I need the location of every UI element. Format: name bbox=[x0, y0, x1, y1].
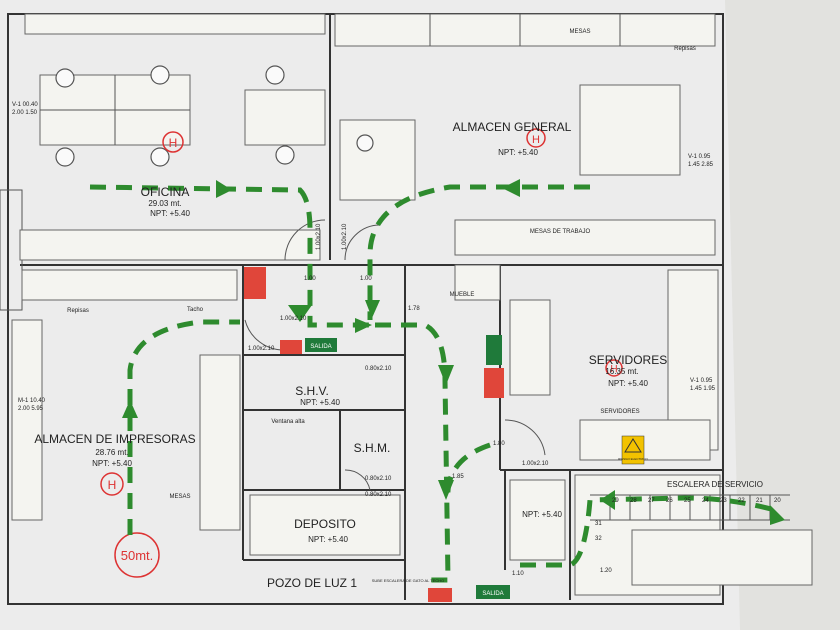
dim-110: 1.10 bbox=[512, 571, 524, 577]
dim-door-c: 0.80x2.10 bbox=[365, 476, 392, 482]
paper-edge-right bbox=[725, 0, 840, 630]
dim-100b: 1.00 bbox=[360, 276, 372, 282]
room-name-pozo-luz: POZO DE LUZ 1 bbox=[267, 576, 357, 590]
route-arrows bbox=[122, 179, 785, 525]
salida-label: SALIDA bbox=[482, 591, 503, 597]
stair-step: 25 bbox=[684, 498, 691, 504]
dim-door-h: 1.00x2.10 bbox=[280, 316, 307, 322]
label-repisas-right: Repisas bbox=[674, 46, 696, 52]
dim-door-f: 1.00x2.10 bbox=[316, 223, 322, 250]
room-name-servidores: SERVIDORES bbox=[589, 353, 667, 367]
stair-step: 28 bbox=[630, 498, 637, 504]
room-name-shv: S.H.V. bbox=[295, 384, 329, 398]
dim-door-e: 1.00x2.10 bbox=[522, 461, 549, 467]
label-mesas-left: MESAS bbox=[169, 494, 190, 500]
stair-step: 29 bbox=[612, 498, 619, 504]
dim-door-b: 0.80x2.10 bbox=[365, 366, 392, 372]
dim-v4b: 2.00 5.95 bbox=[18, 406, 44, 412]
room-npt-shv: NPT: +5.40 bbox=[300, 398, 340, 407]
h-symbol: H bbox=[532, 134, 540, 146]
room-npt-hall: NPT: +5.40 bbox=[522, 510, 562, 519]
dim-178: 1.78 bbox=[408, 306, 420, 312]
dim-v2b: 1.45 2.85 bbox=[688, 162, 714, 168]
stair-step: 22 bbox=[738, 498, 745, 504]
h-marker-impresoras: H bbox=[100, 472, 124, 496]
stair-step: 20 bbox=[774, 498, 781, 504]
riesgo-electrico-sign: RIESGO ELECTRICO bbox=[618, 435, 649, 465]
extinguisher-4 bbox=[428, 588, 452, 602]
distance-marker: 50mt. bbox=[114, 532, 160, 578]
stair-step: 32 bbox=[595, 536, 602, 542]
h-symbol: H bbox=[610, 364, 617, 375]
label-tacho: Tacho bbox=[187, 307, 204, 313]
dim-185: 1.85 bbox=[452, 474, 464, 480]
room-npt-almacen-general: NPT: +5.40 bbox=[498, 148, 538, 157]
room-name-impresoras: ALMACEN DE IMPRESORAS bbox=[34, 432, 195, 446]
dim-door-a: 1.00x2.10 bbox=[248, 346, 275, 352]
dim-100a: 1.00 bbox=[304, 276, 316, 282]
extinguisher-2 bbox=[484, 368, 504, 398]
extinguisher-1 bbox=[244, 267, 266, 299]
salida-sign-a: SALIDA bbox=[305, 338, 337, 352]
riesgo-label: RIESGO ELECTRICO bbox=[618, 457, 648, 461]
dim-v1: V-1 00.40 bbox=[12, 102, 38, 108]
dim-v3b: 1.45 1.95 bbox=[690, 386, 716, 392]
salida-sign-c bbox=[486, 335, 502, 365]
h-symbol: H bbox=[169, 136, 178, 150]
stair-step: 24 bbox=[702, 498, 709, 504]
h-symbol: H bbox=[108, 478, 117, 492]
label-mesas-top: MESAS bbox=[569, 29, 590, 35]
distance-label: 50mt. bbox=[121, 548, 154, 563]
room-npt-deposito: NPT: +5.40 bbox=[308, 535, 348, 544]
room-name-almacen-general: ALMACEN GENERAL bbox=[453, 120, 572, 134]
room-area-impresoras: 28.76 mt. bbox=[95, 448, 128, 457]
label-sube-escalera: SUBE ESCALERA DE GATO AL TECHO bbox=[372, 578, 445, 583]
dim-180: 1.80 bbox=[493, 441, 505, 447]
doors bbox=[244, 219, 546, 491]
room-area-oficina: 29.03 mt. bbox=[148, 199, 181, 208]
stair-step: 23 bbox=[720, 498, 727, 504]
room-name-deposito: DEPOSITO bbox=[294, 517, 356, 531]
dim-v2: V-1 0.95 bbox=[688, 154, 711, 160]
stair-step: 26 bbox=[666, 498, 673, 504]
h-marker-almacen-general: H bbox=[526, 128, 546, 148]
salida-label: SALIDA bbox=[310, 344, 331, 350]
furniture bbox=[11, 13, 719, 561]
label-mueble: MUEBLE bbox=[450, 292, 475, 298]
extinguisher-3 bbox=[280, 340, 302, 354]
stair-block bbox=[574, 474, 813, 596]
stair-step: 27 bbox=[648, 498, 655, 504]
dim-v1b: 2.00 1.50 bbox=[12, 110, 38, 116]
dim-120: 1.20 bbox=[600, 568, 612, 574]
dim-v3: V-1 0.95 bbox=[690, 378, 713, 384]
room-name-shm: S.H.M. bbox=[354, 441, 391, 455]
room-npt-impresoras: NPT: +5.40 bbox=[92, 459, 132, 468]
label-repisas-left: Repisas bbox=[67, 308, 89, 314]
room-npt-servidores: NPT: +5.40 bbox=[608, 379, 648, 388]
dim-door-d: 0.80x2.10 bbox=[365, 492, 392, 498]
h-marker-servidores: H bbox=[605, 359, 623, 377]
dim-v4: M-1 10.40 bbox=[18, 398, 46, 404]
h-marker-oficina: H bbox=[162, 131, 184, 153]
chairs bbox=[55, 65, 374, 167]
dimension-labels: V-1 00.40 2.00 1.50 V-1 0.95 1.45 2.85 V… bbox=[12, 102, 716, 577]
stair-step: 21 bbox=[756, 498, 763, 504]
label-ventana-alta: Ventana alta bbox=[271, 419, 305, 425]
label-servidores: SERVIDORES bbox=[600, 409, 639, 415]
salida-sign-b: SALIDA bbox=[476, 585, 510, 599]
room-npt-oficina: NPT: +5.40 bbox=[150, 209, 190, 218]
room-area-servidores: 16.35 mt. bbox=[605, 367, 638, 376]
label-mesas-trabajo: MESAS DE TRABAJO bbox=[530, 229, 591, 235]
stair-step: 31 bbox=[595, 521, 602, 527]
stair-numbers: 29 28 27 26 25 24 23 22 21 20 31 32 bbox=[595, 498, 781, 542]
dim-door-g: 1.00x2.10 bbox=[342, 223, 348, 250]
room-name-escalera: ESCALERA DE SERVICIO bbox=[667, 480, 763, 489]
room-name-oficina: OFICINA bbox=[141, 185, 190, 199]
